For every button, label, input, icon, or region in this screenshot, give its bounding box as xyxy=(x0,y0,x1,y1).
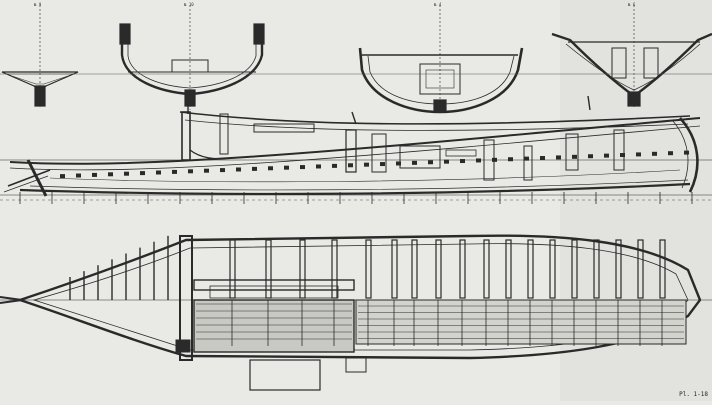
stern-ribs xyxy=(69,235,169,300)
frame-rib xyxy=(615,239,622,299)
cross-sections xyxy=(1,5,712,114)
scupper-hole xyxy=(156,170,161,175)
scupper-hole xyxy=(540,156,545,161)
section-label-4: № 6 xyxy=(628,2,636,7)
frame-rib xyxy=(593,239,600,299)
scupper-row xyxy=(60,150,689,179)
frame-rib xyxy=(527,239,534,299)
section-label-2: № 10 xyxy=(184,2,194,7)
scupper-hole xyxy=(188,169,193,174)
scupper-hole xyxy=(492,157,497,162)
scupper-hole xyxy=(636,152,641,157)
section-label-3: № 4 xyxy=(434,2,442,7)
scupper-hole xyxy=(284,165,289,170)
scupper-hole xyxy=(364,162,369,167)
section-label-1: № 9 xyxy=(34,2,42,7)
frame-rib xyxy=(571,239,578,299)
scupper-hole xyxy=(460,159,465,164)
scupper-hole xyxy=(60,174,65,179)
frame-rib xyxy=(505,239,512,299)
frame-rib xyxy=(331,239,338,299)
frame-rib xyxy=(659,239,666,299)
plan-frames xyxy=(229,239,666,346)
scupper-hole xyxy=(524,156,529,161)
section-4 xyxy=(551,5,712,108)
scupper-hole xyxy=(252,166,257,171)
scupper-hole xyxy=(76,173,81,178)
frame-rib xyxy=(299,239,306,299)
frame-rib xyxy=(459,239,466,299)
frame-rib xyxy=(229,239,236,299)
scupper-hole xyxy=(332,163,337,168)
station-ticks xyxy=(19,192,693,204)
scupper-hole xyxy=(620,153,625,158)
scupper-hole xyxy=(428,160,433,165)
profile-view xyxy=(0,95,712,201)
plan-view xyxy=(0,234,712,391)
scupper-hole xyxy=(508,157,513,162)
scupper-hole xyxy=(300,165,305,170)
scupper-hole xyxy=(572,154,577,159)
scupper-hole xyxy=(476,158,481,163)
scupper-hole xyxy=(396,161,401,166)
scupper-hole xyxy=(140,171,145,176)
sheet-label: Pl. 1-18 xyxy=(679,391,708,398)
frame-rib xyxy=(549,239,556,299)
frame-rib xyxy=(411,239,418,299)
scupper-hole xyxy=(92,172,97,177)
frame-rib xyxy=(637,239,644,299)
frame-rib xyxy=(391,239,398,299)
scupper-hole xyxy=(316,164,321,169)
plan-planks xyxy=(196,303,684,340)
frame-rib xyxy=(435,239,442,299)
section-2 xyxy=(119,5,265,110)
frame-rib xyxy=(365,239,372,299)
scupper-hole xyxy=(268,166,273,171)
scupper-hole xyxy=(204,168,209,173)
scupper-hole xyxy=(236,167,241,172)
scupper-hole xyxy=(684,150,689,155)
scupper-hole xyxy=(412,160,417,165)
scupper-hole xyxy=(556,155,561,160)
scupper-hole xyxy=(124,171,129,176)
frame-rib xyxy=(483,239,490,299)
scupper-hole xyxy=(348,163,353,168)
scupper-hole xyxy=(604,153,609,158)
scupper-hole xyxy=(588,154,593,159)
frame-rib xyxy=(265,239,272,299)
scupper-hole xyxy=(652,151,657,156)
scupper-hole xyxy=(220,168,225,173)
scupper-hole xyxy=(380,162,385,167)
scupper-hole xyxy=(172,169,177,174)
scupper-hole xyxy=(108,172,113,177)
section-1 xyxy=(1,5,79,108)
section-3 xyxy=(358,5,524,114)
scupper-hole xyxy=(668,151,673,156)
scupper-hole xyxy=(444,159,449,164)
